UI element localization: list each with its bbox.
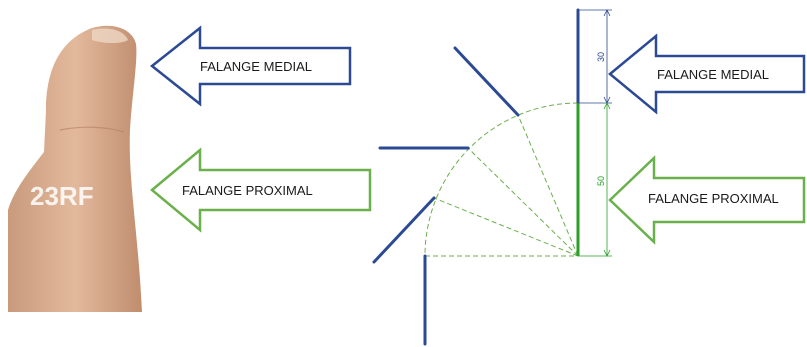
right-proximal-arrow: FALANGE PROXIMAL: [608, 155, 806, 245]
dimension-proximal: 50: [578, 102, 612, 257]
thumb-photo: 23RF: [8, 25, 142, 312]
segment-diagonal-upper: [453, 46, 520, 117]
dimension-medial: 30: [578, 9, 612, 104]
left-proximal-arrow: FALANGE PROXIMAL: [150, 147, 372, 233]
left-medial-arrow: FALANGE MEDIAL: [149, 25, 352, 107]
watermark: 23RF: [30, 181, 94, 211]
left-medial-label: FALANGE MEDIAL: [200, 59, 312, 74]
finger-segments: [372, 8, 580, 346]
segment-diagonal-lower: [372, 196, 436, 264]
right-proximal-label: FALANGE PROXIMAL: [648, 191, 779, 206]
right-medial-label: FALANGE MEDIAL: [657, 67, 769, 82]
dimension-proximal-value: 50: [596, 176, 606, 186]
left-proximal-label: FALANGE PROXIMAL: [182, 183, 313, 198]
range-of-motion-arcs: [424, 102, 579, 257]
dimension-medial-value: 30: [596, 52, 606, 62]
right-medial-arrow: FALANGE MEDIAL: [608, 33, 806, 115]
